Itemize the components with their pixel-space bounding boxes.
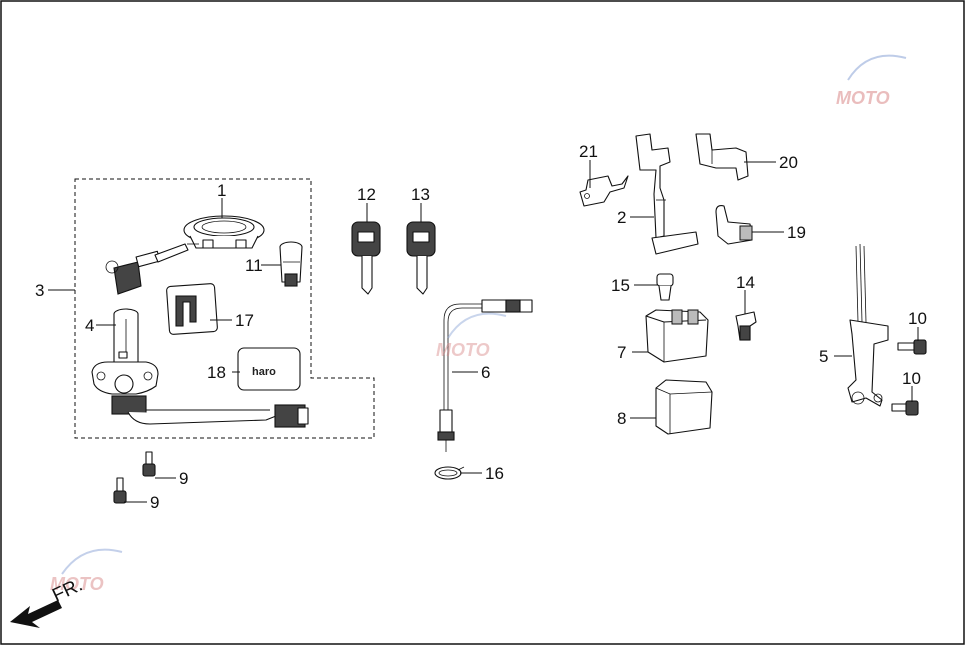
callout-18: 18 (207, 363, 226, 382)
callout-3: 3 (35, 281, 44, 300)
bolt-10a-part (897, 339, 927, 355)
relay-7-part (645, 309, 709, 363)
callout-2: 2 (617, 208, 626, 227)
watermark-logo: MOTO (836, 54, 907, 108)
front-arrow-icon (10, 600, 62, 628)
callout-10b: 10 (902, 369, 921, 388)
leader-lines (48, 160, 919, 503)
boot-19-part (715, 205, 753, 245)
tag-18-text: haro (252, 366, 276, 378)
callout-labels: 1 2 3 4 5 6 7 8 9 9 10 10 11 12 13 14 15… (35, 142, 927, 512)
key-12-part (351, 221, 381, 295)
key-13-part (406, 221, 436, 295)
callout-19: 19 (787, 223, 806, 242)
bracket-21-part (579, 175, 629, 207)
callout-12: 12 (357, 185, 376, 204)
front-direction-indicator: FR. (10, 575, 86, 628)
clip-16-part (434, 466, 465, 480)
connector-2-part (635, 133, 699, 255)
ignition-switch-part (91, 243, 309, 428)
wiring-bracket-5-part (847, 243, 889, 407)
bolt-9a-part (142, 451, 156, 477)
connector-20-part (695, 133, 749, 181)
callout-11: 11 (245, 256, 263, 275)
callout-1: 1 (217, 181, 226, 200)
callout-9a: 9 (179, 469, 188, 488)
callout-14: 14 (736, 273, 755, 292)
sensor-cable-part (437, 299, 533, 452)
lock-cylinder-part (279, 241, 303, 287)
fuse-15-part (656, 273, 674, 301)
callout-5: 5 (819, 347, 828, 366)
callout-7: 7 (617, 343, 626, 362)
relay-cover-8-part (655, 379, 713, 435)
watermark-logo: MOTO (50, 548, 123, 594)
svg-text:MOTO: MOTO (50, 574, 104, 594)
callout-20: 20 (779, 153, 798, 172)
svg-text:MOTO: MOTO (836, 88, 890, 108)
callout-15: 15 (611, 276, 630, 295)
callout-8: 8 (617, 409, 626, 428)
callout-9b: 9 (150, 493, 159, 512)
watermark-logo: MOTO (436, 312, 507, 360)
callout-13: 13 (411, 185, 430, 204)
callout-6: 6 (481, 363, 490, 382)
fuel-cap-part (183, 215, 265, 249)
kit-boundary (74, 178, 375, 439)
svg-text:MOTO: MOTO (436, 340, 490, 360)
callout-10a: 10 (908, 309, 927, 328)
decal-17-part (166, 283, 218, 335)
fuse-14-part (735, 311, 757, 341)
tag-18-part: haro (237, 347, 301, 391)
callout-16: 16 (485, 464, 504, 483)
bolt-9b-part (113, 477, 127, 504)
callout-17: 17 (235, 311, 254, 330)
callout-21: 21 (579, 142, 598, 161)
callout-4: 4 (85, 316, 94, 335)
bolt-10b-part (891, 400, 919, 416)
